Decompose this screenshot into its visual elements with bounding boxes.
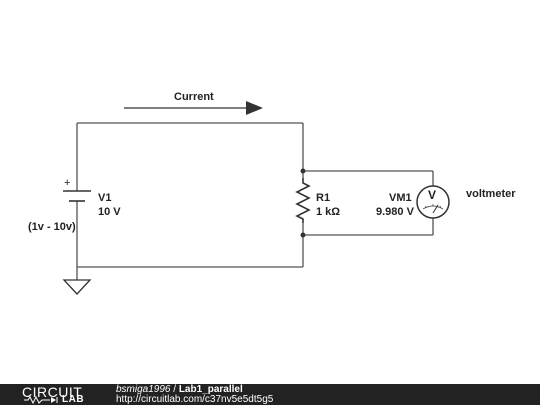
current-label: Current [174,91,214,103]
source-range: (1v - 10v) [28,221,76,233]
source-name: V1 [98,192,111,204]
resistor-name: R1 [316,192,330,204]
logo-text-circuit: CIRCUIT [22,384,83,400]
circuit-url-link[interactable]: http://circuitlab.com/c37nv5e5dt5g5 [116,394,274,405]
junction-top [300,168,306,174]
voltmeter-label: voltmeter [466,188,516,200]
source-value: 10 V [98,206,121,218]
current-arrow [124,101,263,115]
resistor-value: 1 kΩ [316,206,340,218]
author-link[interactable]: bsmiga1996 [116,384,171,395]
wires [76,122,434,280]
circuitlab-logo[interactable]: CIRCUIT LAB [22,384,102,405]
footer-bar: CIRCUIT LAB bsmiga1996 / Lab1_parallel h… [0,384,540,405]
voltmeter-circle [416,185,450,219]
credit-line: bsmiga1996 / Lab1_parallel [116,384,243,395]
ground-icon [62,279,92,295]
source-plus-sign: + [64,177,70,189]
voltmeter-name: VM1 [389,192,412,204]
voltmeter-symbol: V [428,188,436,202]
credit-separator: / [170,384,179,395]
dc-voltage-source[interactable] [63,190,91,202]
logo-text-lab: LAB [62,394,85,405]
logo-wave-icon [24,396,58,404]
voltmeter-needle-icon [432,204,439,214]
resistor-zigzag[interactable] [295,178,311,223]
voltmeter-reading: 9.980 V [376,206,415,218]
arrow-head-icon [246,101,263,115]
circuit-schematic: Current + V1 10 V (1v - 10v) R1 1 kΩ V V… [28,91,516,295]
voltmeter[interactable] [416,185,450,219]
junction-bottom [300,232,306,238]
circuit-title: Lab1_parallel [178,384,243,395]
